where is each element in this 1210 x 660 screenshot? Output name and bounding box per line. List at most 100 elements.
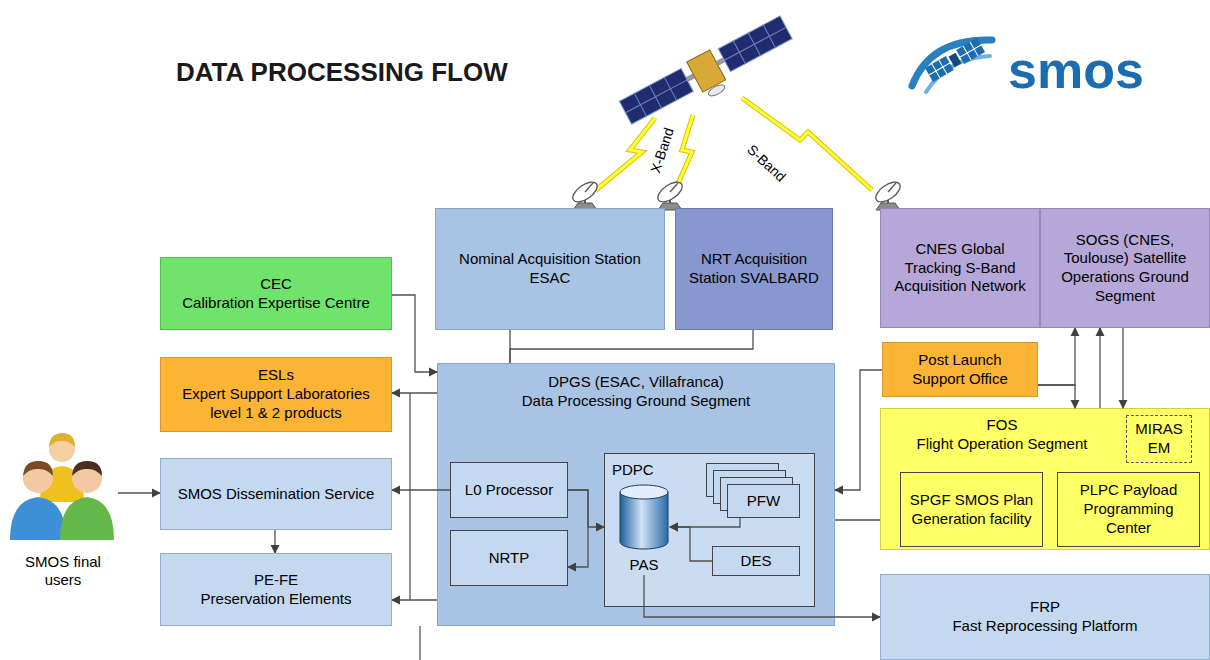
network-box: CNES Global Tracking S-Band Acquisition …: [880, 208, 1040, 328]
person-body: [10, 497, 66, 540]
diagram-title: DATA PROCESSING FLOW: [176, 57, 508, 88]
panel-grid: [718, 16, 792, 72]
node-label: Nominal Acquisition Station ESAC: [443, 250, 657, 288]
node-label: Flight Operation Segment: [890, 435, 1114, 454]
processing-centre: PDPCPASPFWDES: [604, 453, 815, 607]
connector: [644, 575, 880, 617]
station-box: NRT Acquisition Station SVALBARD: [675, 208, 833, 330]
platform-box: FRPFast Reprocessing Platform: [880, 574, 1210, 660]
panel-grid: [619, 68, 693, 124]
satellite-antenna: [707, 83, 727, 99]
dish-reflector: [570, 178, 601, 206]
node-label: SMOS Dissemination Service: [168, 485, 384, 504]
node-label: CEC: [168, 275, 384, 294]
radio-beams: [596, 98, 872, 190]
module-box: MIRAS EM: [1126, 415, 1192, 463]
connector: [568, 490, 604, 527]
service-box: SMOS Dissemination Service: [160, 458, 392, 530]
processor-box: L0 Processor: [450, 462, 568, 518]
node-label: Post Launch Support Office: [890, 351, 1030, 389]
station-box: Nominal Acquisition Station ESAC: [435, 208, 665, 330]
connector: [835, 519, 880, 520]
connector: [568, 490, 588, 567]
connector: [1038, 328, 1075, 385]
lab-box: ESLsExpert Support Laboratories level 1 …: [160, 357, 392, 432]
connector: [118, 492, 160, 493]
dish-antenna: [873, 178, 904, 210]
node-label: FOS: [890, 416, 1114, 435]
cylinder-body: [620, 492, 668, 549]
processor-box: NRTP: [450, 530, 568, 586]
connector: [1122, 328, 1123, 408]
dish-feed: [585, 183, 593, 192]
node-label: PFW: [735, 492, 792, 511]
logo-panel: [925, 38, 985, 82]
node-label: PAS: [618, 556, 670, 575]
node-label: DPGS (ESAC, Villafranca): [447, 373, 825, 392]
solar-panel: [718, 16, 792, 72]
dish-reflector: [873, 178, 904, 206]
segment-box: FOSFlight Operation Segment MIRAS EM SPGF …: [880, 408, 1210, 550]
node-label: NRTP: [458, 549, 560, 568]
beam-outline: [676, 115, 693, 188]
service-box: DES: [712, 546, 800, 576]
connector: [835, 370, 882, 490]
node-label: FRP: [888, 598, 1202, 617]
centre-box: CECCalibration Expertise Centre: [160, 257, 392, 330]
node-label: Preservation Elements: [168, 590, 384, 609]
band-label: S-Band: [743, 141, 789, 185]
connector: [1038, 385, 1075, 408]
facility-box: PLPC Payload Programming Center: [1057, 472, 1200, 547]
segment-box: DPGS (ESAC, Villafranca)Data Processing …: [437, 363, 835, 626]
beam-outline: [742, 98, 872, 190]
user-group: SMOS final users: [8, 432, 118, 592]
node-label: Fast Reprocessing Platform: [888, 617, 1202, 636]
solar-panel: [619, 68, 693, 124]
connector: [670, 527, 712, 561]
connector: [1099, 328, 1100, 408]
preservation-box: PE-FEPreservation Elements: [160, 553, 392, 626]
logo-text: smos: [1008, 39, 1144, 101]
connector: [392, 599, 437, 600]
dish-feed: [888, 183, 896, 192]
connector: [392, 392, 437, 393]
facility-box: SPGF SMOS Plan Generation facility: [900, 472, 1043, 547]
node-label: Data Processing Ground Segment: [447, 392, 825, 411]
node-label: Expert Support Laboratories level 1 & 2 …: [168, 385, 384, 423]
connector: [274, 530, 275, 553]
connector: [510, 330, 753, 363]
node-label: SOGS (CNES, Toulouse) Satellite Operatio…: [1048, 231, 1202, 306]
beam: [742, 98, 872, 190]
archive-cylinder: [618, 483, 670, 551]
node-label: PLPC Payload Programming Center: [1065, 481, 1192, 537]
archive-node: PAS: [618, 483, 670, 575]
framework-box: PFW: [727, 484, 800, 518]
connector: [392, 489, 450, 490]
node-label: CNES Global Tracking S-Band Acquisition …: [888, 240, 1032, 296]
beam: [596, 118, 655, 190]
beam: [676, 115, 693, 188]
person-hair: [23, 461, 53, 476]
users-illustration: [10, 433, 114, 540]
node-label: PE-FE: [168, 571, 384, 590]
dish-antenna: [570, 178, 601, 210]
dish-feed: [670, 183, 678, 192]
person-hair: [72, 461, 102, 476]
cylinder-top: [620, 485, 668, 499]
dish-reflector: [655, 178, 686, 206]
segment-box: SOGS (CNES, Toulouse) Satellite Operatio…: [1040, 208, 1210, 328]
node-label: SPGF SMOS Plan Generation facility: [908, 491, 1035, 529]
connector: [670, 518, 740, 527]
node-label: MIRAS EM: [1134, 420, 1184, 458]
node-label: NRT Acquisition Station SVALBARD: [683, 250, 825, 288]
node-label: ESLs: [168, 366, 384, 385]
logo-panel-grid: [925, 38, 985, 82]
node-label: DES: [717, 552, 795, 571]
person-hair: [49, 433, 75, 447]
person-body: [60, 497, 114, 540]
node-label: L0 Processor: [458, 481, 560, 500]
office-box: Post Launch Support Office: [882, 342, 1038, 397]
bus-line: [419, 626, 420, 660]
